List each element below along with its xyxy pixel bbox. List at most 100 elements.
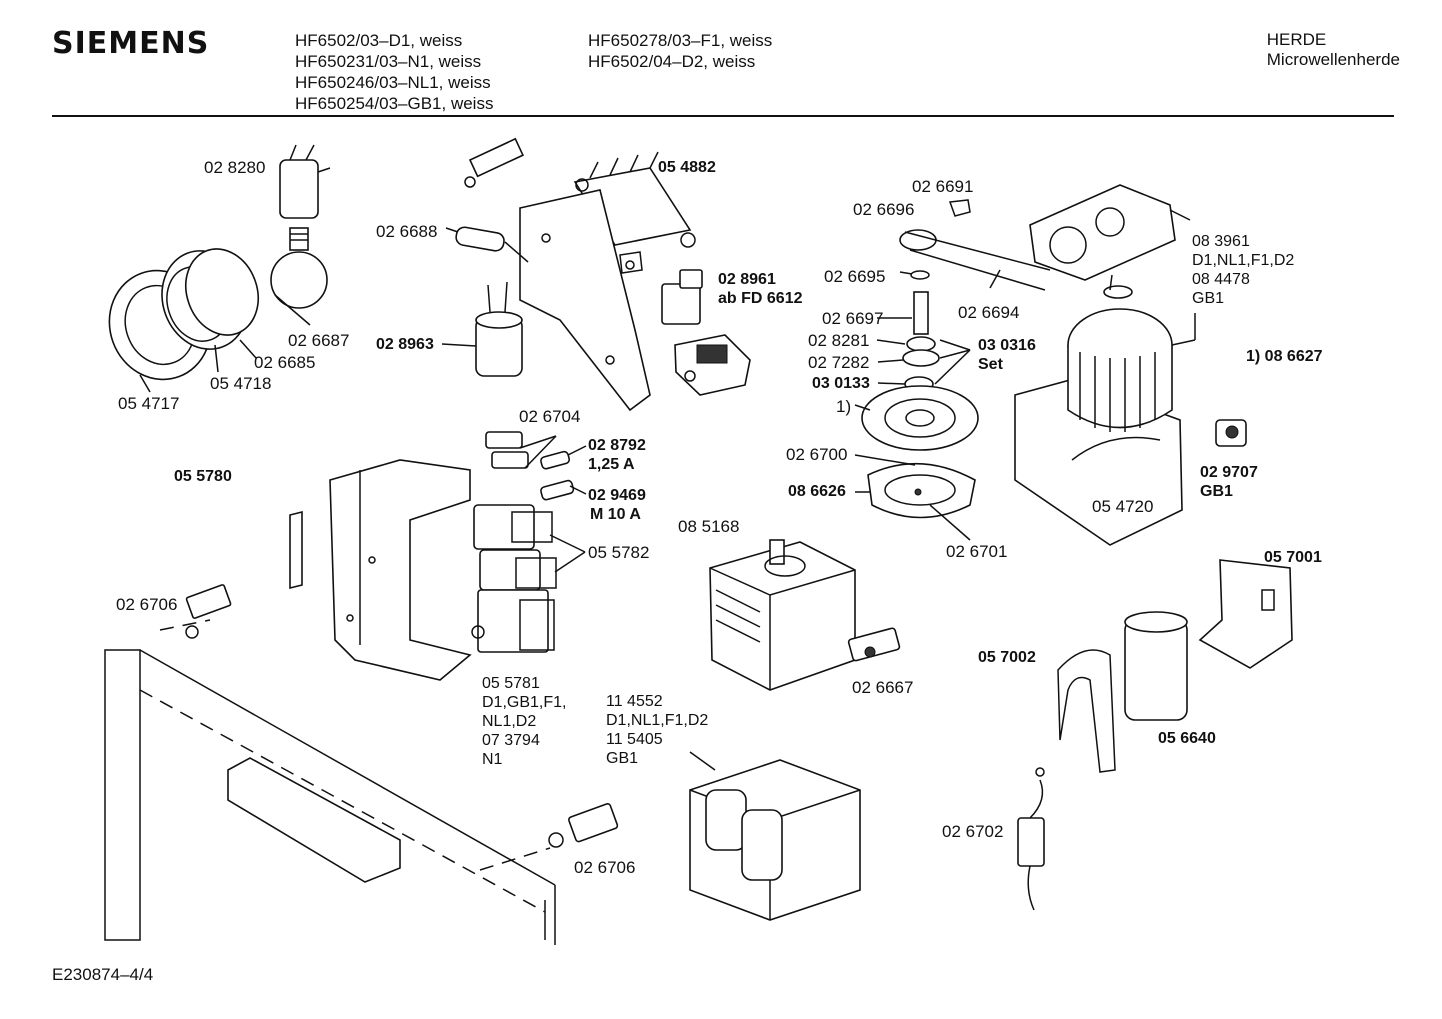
lamp-socket-part	[279, 144, 331, 219]
part-label: 05 4720	[1092, 497, 1154, 516]
part-label: 02 6706	[116, 595, 178, 614]
part-label: 02 6696	[853, 200, 915, 219]
lamp-cover-assembly	[108, 248, 259, 393]
part-label: M 10 A	[590, 506, 641, 523]
part-label: 03 0133	[812, 375, 870, 392]
switch-part	[661, 269, 703, 325]
part-label: 03 0316	[978, 337, 1036, 354]
header-divider	[52, 115, 1394, 117]
part-label: 02 6700	[786, 445, 848, 464]
part-label: 02 9469	[588, 487, 646, 504]
part-label: 02 6691	[912, 177, 974, 196]
part-label: 02 9707	[1200, 464, 1258, 481]
part-label-line: D1,NL1,F1,D2	[606, 712, 709, 729]
model-item: HF6502/04–D2, weiss	[588, 52, 756, 71]
part-label-line: 11 4552	[606, 693, 663, 710]
part-label: 05 7001	[1264, 549, 1322, 566]
part-label: 02 6694	[958, 303, 1020, 322]
model-item: HF650231/03–N1, weiss	[295, 52, 482, 71]
part-label: 05 6640	[1158, 730, 1216, 747]
part-label: 02 8963	[376, 336, 434, 353]
part-label: 02 6706	[574, 858, 636, 877]
part-label-line: NL1,D2	[482, 713, 537, 730]
turntable-motor-part	[1029, 184, 1176, 299]
part-label: 1) 08 6627	[1246, 348, 1323, 365]
part-label: 05 4717	[118, 394, 180, 413]
knob-part	[1215, 419, 1247, 447]
part-label-line: GB1	[1192, 290, 1225, 307]
category-line: HERDE	[1266, 30, 1327, 49]
part-label-line: 08 4478	[1192, 271, 1250, 288]
lamp-bulb-part	[270, 227, 328, 326]
part-label: 02 6695	[824, 267, 886, 286]
part-label: Set	[978, 356, 1003, 373]
model-item: HF650254/03–GB1, weiss	[295, 94, 494, 113]
leader-lines	[519, 209, 1196, 771]
fan-housing-part	[1014, 308, 1183, 546]
model-item: HF650278/03–F1, weiss	[588, 31, 773, 50]
relay-part	[473, 504, 557, 591]
part-label-line: 08 3961	[1192, 233, 1250, 250]
turntable-part	[861, 385, 979, 451]
category-line: Microwellenherde	[1266, 50, 1400, 69]
model-list-secondary: HF650278/03–F1, weiss HF6502/04–D2, weis…	[588, 30, 772, 72]
hv-capacitor-part	[1057, 611, 1188, 773]
part-label: 02 8792	[588, 437, 646, 454]
mounting-bracket-7001-part	[1198, 559, 1293, 669]
part-label-line: D1,GB1,F1,	[482, 694, 567, 711]
transformer-part	[689, 759, 861, 921]
part-label: 08 6626	[788, 483, 846, 500]
part-label: ab FD 6612	[718, 290, 803, 307]
part-label-line: 05 5781	[482, 675, 540, 692]
mounting-plate-part	[519, 189, 651, 412]
product-category: HERDE Microwellenherde	[1267, 30, 1400, 70]
part-label-line: 07 3794	[482, 732, 540, 749]
part-label: 02 6704	[519, 407, 581, 426]
choke-part	[441, 281, 523, 377]
part-label: 02 6702	[942, 822, 1004, 841]
coupling-stack-part	[902, 291, 940, 392]
hv-diode-part	[1017, 767, 1045, 911]
part-label: 05 4882	[658, 159, 716, 176]
model-item: HF650246/03–NL1, weiss	[295, 73, 491, 92]
door-panel-part	[104, 619, 556, 945]
part-label-line: D1,NL1,F1,D2	[1192, 252, 1295, 269]
relay-frame-part	[674, 334, 751, 396]
fuse-holder-part	[485, 431, 575, 501]
model-item: HF6502/03–D1, weiss	[295, 31, 463, 50]
part-label: GB1	[1200, 483, 1233, 500]
belt-pulley-part	[899, 199, 1051, 291]
capacitor-part	[445, 226, 529, 263]
model-list-primary: HF6502/03–D1, weiss HF650231/03–N1, weis…	[295, 30, 493, 114]
part-label-line: N1	[482, 751, 503, 768]
part-label: 08 5168	[678, 517, 740, 536]
part-label: 05 4718	[210, 374, 272, 393]
part-label-block: 08 3961 D1,NL1,F1,D2 08 4478 GB1	[1192, 232, 1294, 308]
resistor-part	[464, 137, 524, 188]
brand-logo: SIEMENS	[52, 26, 210, 61]
part-label-block: 11 4552 D1,NL1,F1,D2 11 5405 GB1	[606, 692, 708, 768]
part-label: 05 5780	[174, 468, 232, 485]
part-label: 02 8961	[718, 271, 776, 288]
magnetron-part	[709, 539, 856, 691]
relay-5781-part	[471, 589, 555, 653]
part-label: 02 6667	[852, 678, 914, 697]
part-label-line: GB1	[606, 750, 639, 767]
part-label: 1)	[836, 397, 852, 416]
turntable-cover-part	[867, 462, 976, 519]
thermal-switch-part	[847, 627, 901, 662]
drawing-id: E230874–4/4	[52, 965, 154, 984]
part-label: 1,25 A	[588, 456, 635, 473]
part-label: 05 7002	[978, 649, 1036, 666]
part-label-block: 05 5781 D1,GB1,F1, NL1,D2 07 3794 N1	[482, 674, 566, 769]
bracket-part	[289, 459, 472, 681]
part-label: 02 6685	[254, 353, 316, 372]
part-label: 02 6688	[376, 222, 438, 241]
part-label: 02 6697	[822, 309, 884, 328]
part-label-line: 11 5405	[606, 731, 663, 748]
part-label: 05 5782	[588, 543, 650, 562]
part-label: 02 6701	[946, 542, 1008, 561]
door-switch-part	[185, 584, 619, 848]
part-label: 02 8280	[204, 158, 266, 177]
